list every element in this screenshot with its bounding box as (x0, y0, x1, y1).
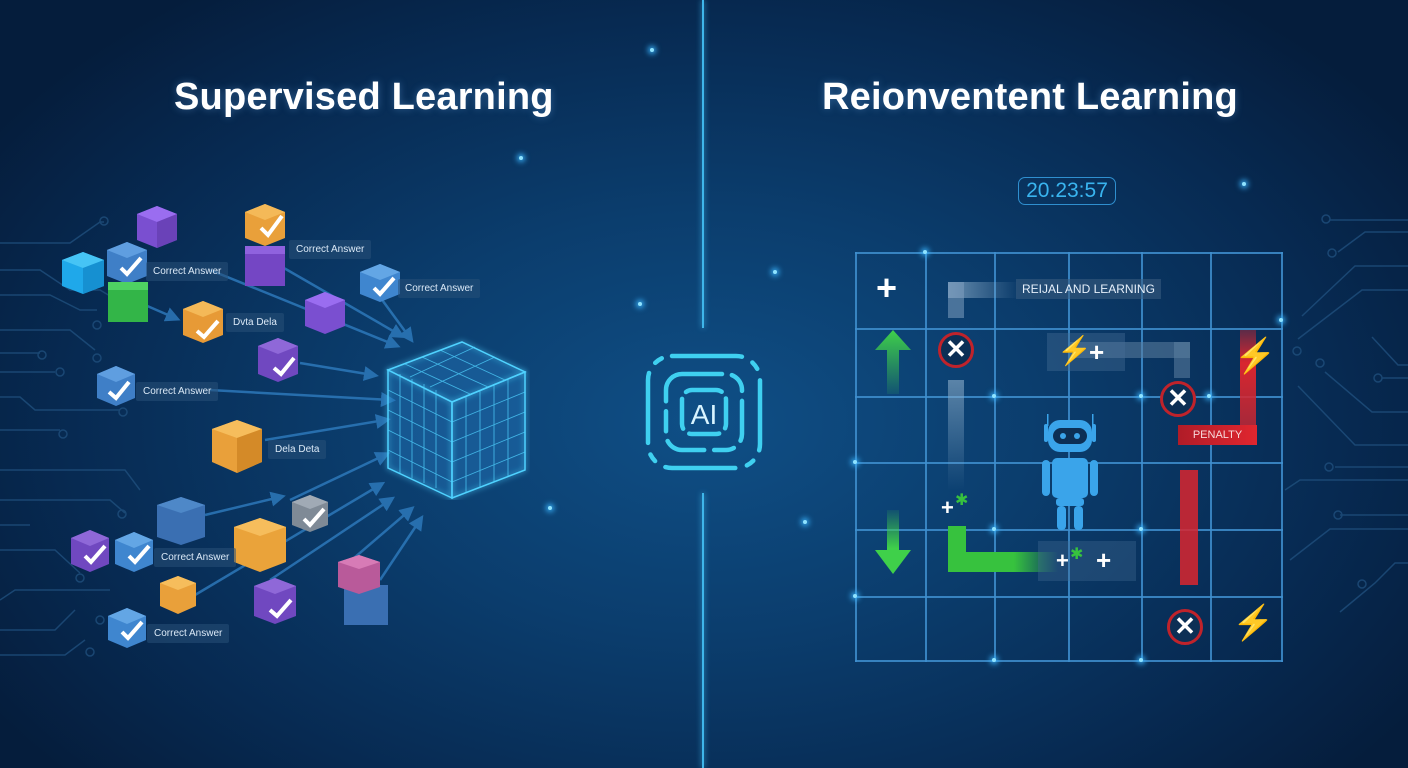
cube-check-icon (360, 264, 400, 302)
cube-icon (234, 518, 286, 572)
correct-answer-label: Correct Answer (147, 624, 230, 643)
cube-icon (137, 206, 177, 248)
cube-icon (305, 292, 345, 334)
cube-check-icon (97, 366, 135, 406)
correct-answer-label: Correct Answer (146, 262, 229, 281)
cube-check-icon (71, 530, 109, 572)
ai-chip-icon: AI (645, 353, 763, 471)
cube-icon (245, 246, 285, 286)
cube-icon (338, 555, 380, 594)
sparkle-icon: ✱ (1070, 546, 1084, 563)
center-divider-bottom (702, 493, 704, 768)
cube-check-icon (258, 338, 298, 382)
plus-icon: + (1089, 337, 1105, 367)
data-cubes (62, 204, 400, 648)
reward-box: ⚡ + (1047, 333, 1125, 371)
supervised-learning-title: Supervised Learning (174, 76, 554, 118)
x-circle-icon: ✕ (938, 332, 974, 368)
neural-network-cube-icon (386, 341, 527, 500)
correct-answer-label: Correct Answer (154, 548, 237, 567)
cube-icon (108, 282, 148, 322)
cube-check-icon (107, 242, 147, 284)
cube-check-icon (108, 608, 146, 648)
x-circle-icon: ✕ (1160, 381, 1196, 417)
sparkle-icon: ✱ (955, 492, 969, 509)
plus-icon: + (941, 495, 954, 520)
cube-icon (62, 252, 104, 294)
lightning-icon: ⚡ (1057, 335, 1092, 366)
cube-check-icon (183, 301, 223, 343)
penalty-label: PENALTY (1178, 425, 1257, 445)
cube-icon (157, 497, 205, 545)
correct-answer-label: Correct Answer (289, 240, 372, 259)
center-divider-top (702, 0, 704, 328)
cube-check-icon (245, 204, 285, 246)
timer-display: 20.23:57 (1018, 177, 1116, 205)
lightning-icon: ⚡ (1232, 604, 1275, 642)
plus-icon: + (1056, 548, 1069, 573)
plus-icon: + (876, 267, 898, 308)
cube-check-icon (254, 578, 296, 624)
data-label: Dela Deta (268, 440, 327, 459)
robot-icon (1042, 414, 1098, 530)
x-circle-icon: ✕ (1167, 609, 1203, 645)
cube-icon (212, 420, 262, 473)
reward-box: + ✱ + (1038, 541, 1136, 581)
ai-badge-text: AI (691, 399, 717, 430)
cube-check-icon (115, 532, 153, 572)
arrow-up-icon (875, 330, 911, 394)
reinforcement-learning-title: Reionventent Learning (822, 76, 1238, 118)
cube-check-icon (292, 495, 328, 532)
cube-icon (160, 576, 196, 614)
cube-icon (344, 585, 388, 625)
arrow-down-icon (875, 510, 911, 574)
grid-label: REIJAL AND LEARNING (1016, 279, 1161, 299)
plus-icon: + (1096, 545, 1112, 575)
correct-answer-label: Correct Answer (398, 279, 481, 298)
correct-answer-label: Correct Answer (136, 382, 219, 401)
data-label: Dvta Dela (226, 313, 284, 332)
lightning-icon: ⚡ (1234, 337, 1277, 375)
